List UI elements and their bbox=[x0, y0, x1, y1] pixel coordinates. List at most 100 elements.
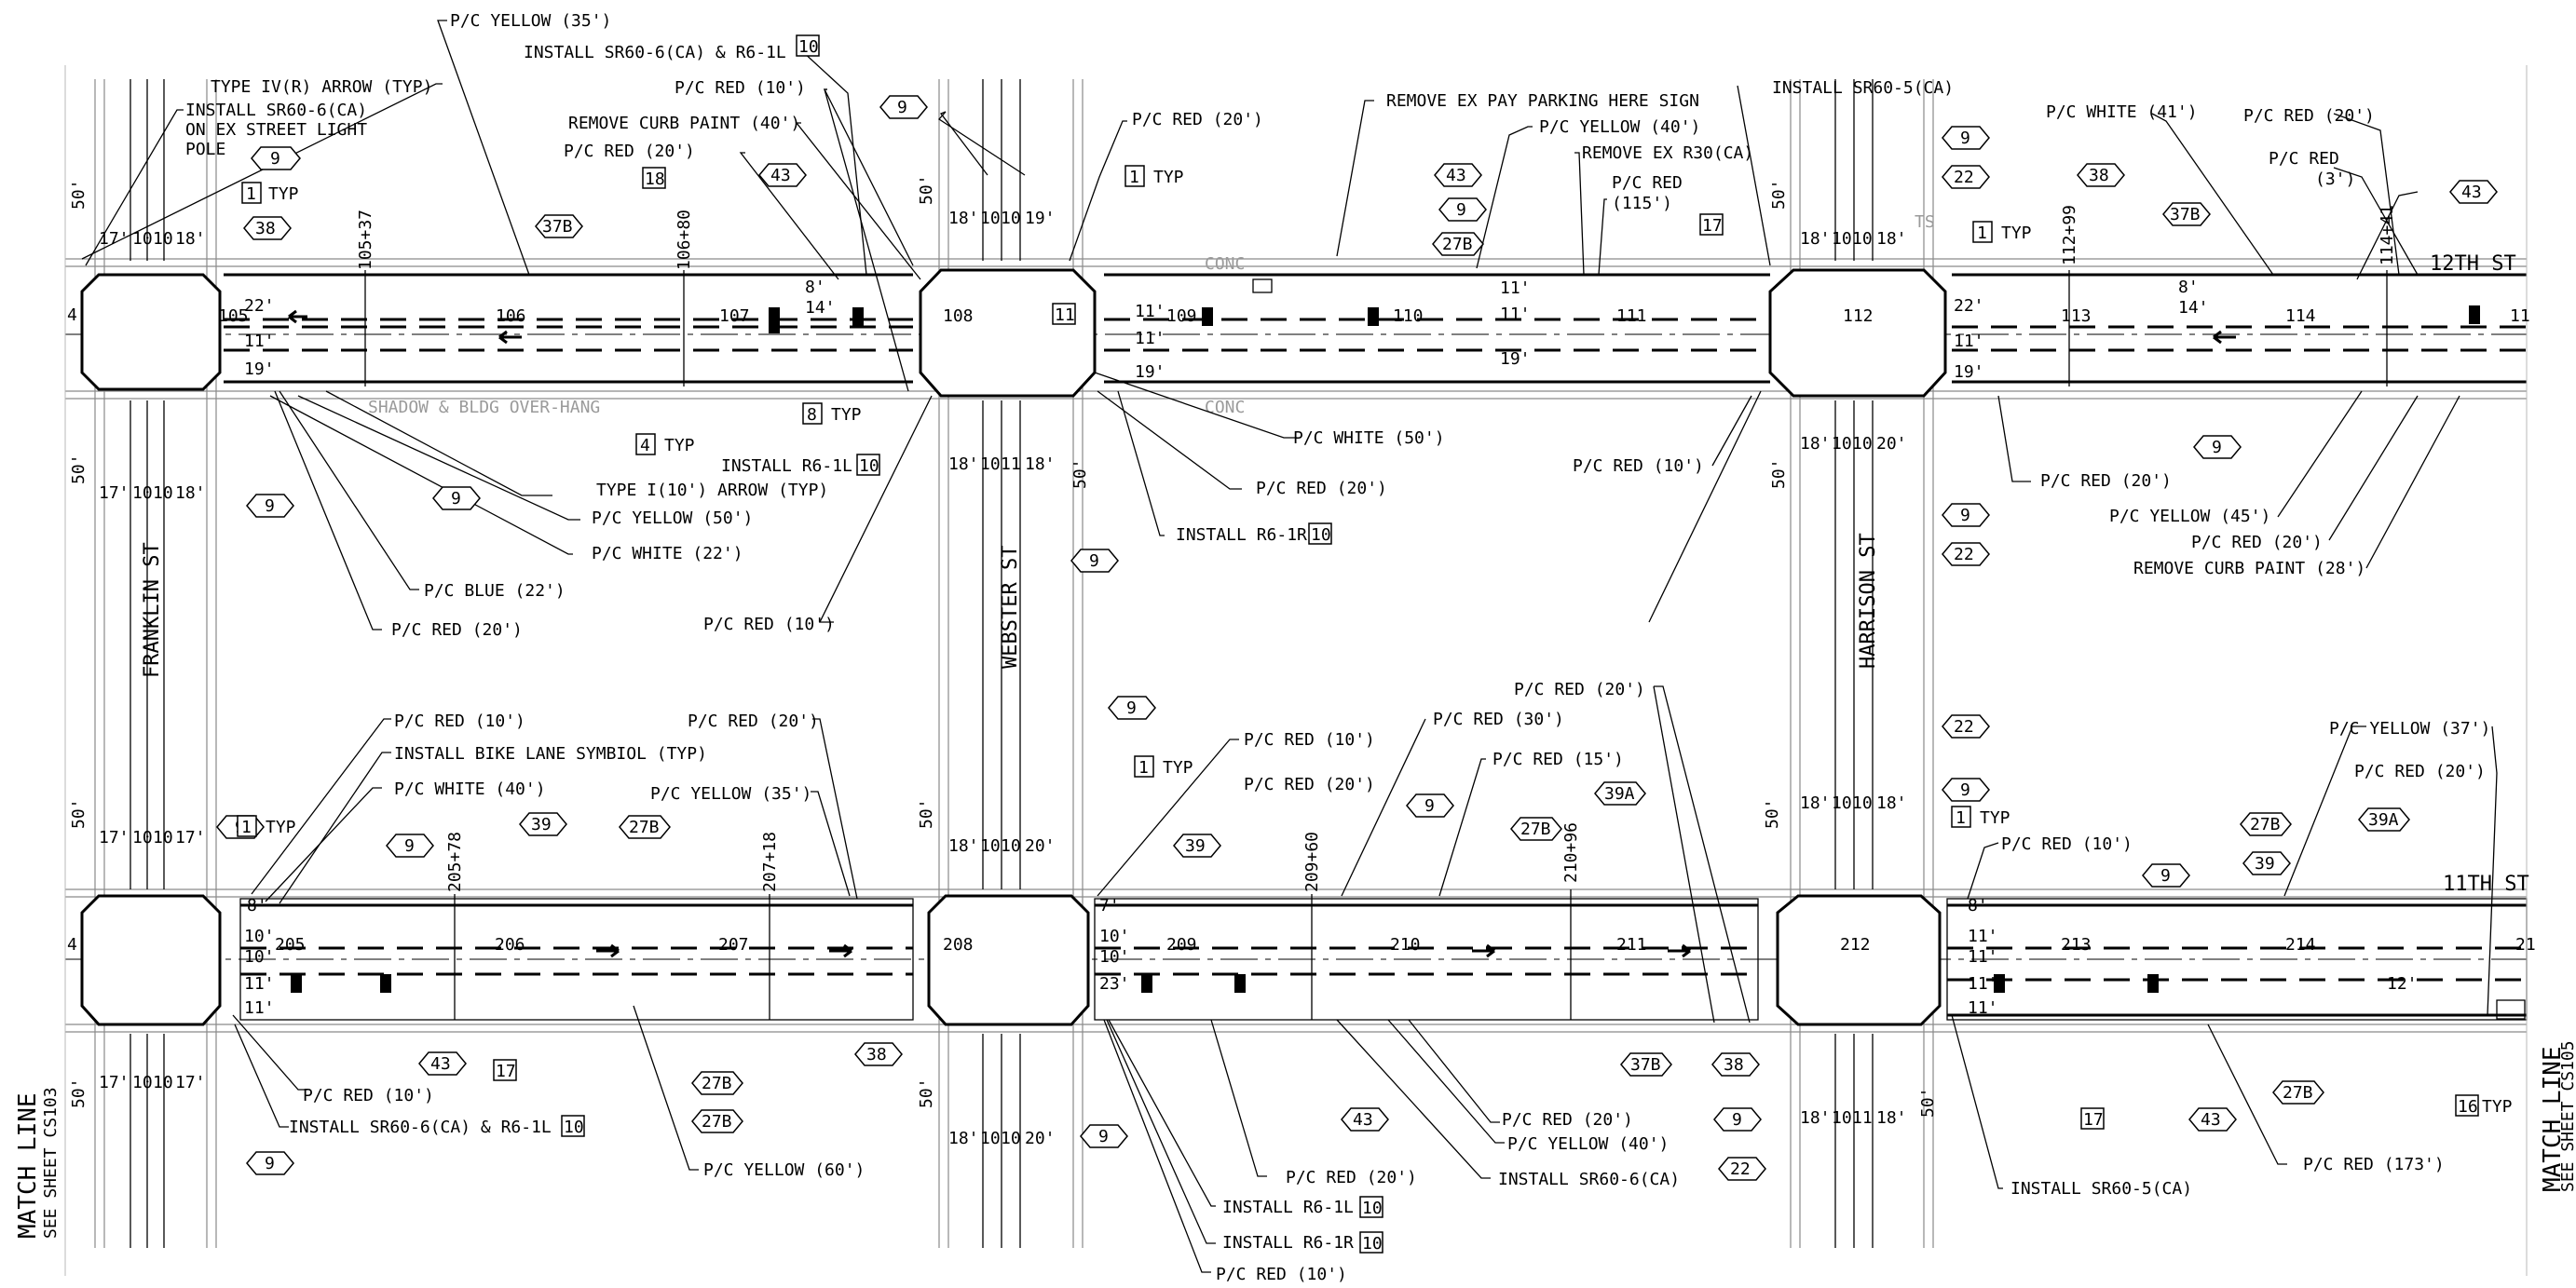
dim-12l-0: 22' bbox=[244, 296, 275, 316]
note: REMOVE EX PAY PARKING HERE SIGN bbox=[1386, 91, 1699, 111]
dim-12c-0: 11' bbox=[1500, 278, 1531, 298]
dim-11l-2: 10' bbox=[244, 947, 275, 967]
match-line-right-sub: SEE SHEET CS105 bbox=[2558, 1040, 2576, 1192]
tag-17: 17 bbox=[496, 1062, 516, 1081]
note: (3') bbox=[2315, 169, 2355, 189]
tag-10: 10 bbox=[564, 1118, 584, 1137]
only-legend-icon bbox=[769, 307, 780, 333]
match-line-right-title: MATCH LINE bbox=[2539, 1046, 2567, 1192]
tag-10: 10 bbox=[1362, 1199, 1383, 1218]
dim-hs-1: 10 bbox=[1832, 434, 1852, 454]
dim-hn-0: 18' bbox=[1800, 229, 1831, 249]
tag-9: 9 bbox=[1424, 796, 1435, 816]
note: P/C RED (10') bbox=[1573, 456, 1704, 476]
note: P/C RED (20') bbox=[688, 712, 819, 731]
eleventh-street-roadway bbox=[65, 888, 2528, 1033]
station-112: 112 bbox=[1843, 306, 1874, 326]
dim-hs-3: 20' bbox=[1876, 434, 1907, 454]
dim-11r-1: 11' bbox=[1968, 927, 1998, 946]
note: POLE bbox=[185, 140, 225, 159]
note: INSTALL SR60-6(CA) & R6-1L bbox=[524, 43, 786, 62]
sign-box-icon bbox=[1252, 278, 1273, 293]
webster-street-label: WEBSTER ST bbox=[999, 546, 1022, 669]
note: P/C RED (20') bbox=[564, 142, 695, 161]
dim-fs2-3: 17' bbox=[175, 1073, 206, 1092]
dim-12l-1: 11' bbox=[244, 332, 275, 351]
tag-9: 9 bbox=[1098, 1127, 1109, 1146]
note: P/C BLUE (22') bbox=[424, 581, 566, 601]
tag-9: 9 bbox=[270, 149, 280, 169]
note: P/C RED bbox=[2269, 149, 2339, 169]
dim-11m-0: 7' bbox=[1099, 896, 1120, 915]
tag-16: 16 bbox=[2458, 1097, 2478, 1117]
station-205: 205 bbox=[275, 935, 306, 955]
tag-38: 38 bbox=[866, 1045, 887, 1064]
note: REMOVE EX R30(CA) bbox=[1582, 143, 1753, 163]
intersection-harrison-12th bbox=[1768, 268, 1947, 398]
dim-50-harrison-n: 50' bbox=[1769, 179, 1789, 210]
tag-9: 9 bbox=[1960, 780, 1970, 800]
note: P/C YELLOW (60') bbox=[703, 1160, 865, 1180]
dim-11l-1: 10' bbox=[244, 927, 275, 946]
tag-11: 11 bbox=[1055, 305, 1075, 325]
intersection-webster-11th bbox=[927, 894, 1090, 1026]
note: P/C RED (30') bbox=[1433, 710, 1564, 729]
dim-14-a: 14' bbox=[805, 298, 836, 318]
tag-43: 43 bbox=[2461, 183, 2482, 202]
tag-39a: 39A bbox=[2368, 810, 2399, 830]
dim-fn-1: 10 bbox=[132, 229, 153, 249]
dim-hn2-2: 10 bbox=[1852, 793, 1873, 813]
station-209-60: 209+60 bbox=[1302, 832, 1322, 892]
tag-10: 10 bbox=[798, 37, 819, 57]
dim-50-webster-n: 50' bbox=[917, 174, 936, 205]
dim-12r-2: 19' bbox=[1954, 362, 1984, 382]
dim-ws-1: 10 bbox=[980, 454, 1001, 474]
tag-43: 43 bbox=[2201, 1110, 2221, 1130]
note: P/C RED (10') bbox=[675, 78, 806, 98]
dim-hn-1: 10 bbox=[1832, 229, 1852, 249]
dim-11r-3: 11' bbox=[1968, 974, 1998, 994]
note: P/C RED (20') bbox=[2354, 762, 2486, 781]
tag-9: 9 bbox=[1960, 129, 1970, 148]
station-105-37: 105+37 bbox=[356, 210, 375, 270]
only-legend-icon bbox=[2147, 974, 2159, 993]
dim-12m-2: 19' bbox=[1135, 362, 1165, 382]
dim-fn2-0: 17' bbox=[99, 828, 129, 847]
note: P/C RED (10') bbox=[1244, 730, 1375, 750]
dim-wn2-0: 18' bbox=[948, 836, 979, 856]
tag-9: 9 bbox=[1456, 200, 1466, 220]
dim-11l-0: 8' bbox=[247, 896, 267, 915]
dim-hn2-1: 10 bbox=[1832, 793, 1852, 813]
note: P/C RED (173') bbox=[2303, 1155, 2445, 1174]
dim-fs2-1: 10 bbox=[132, 1073, 153, 1092]
tag-17: 17 bbox=[2083, 1110, 2104, 1130]
lane-markings bbox=[288, 278, 2526, 1020]
twelfth-street-label: 12TH ST bbox=[2430, 252, 2516, 276]
tag-22: 22 bbox=[1954, 545, 1974, 564]
tag-8: 8 bbox=[807, 405, 817, 425]
tag-typ: TYP bbox=[1153, 168, 1184, 187]
dim-fn-3: 18' bbox=[175, 229, 206, 249]
tag-9: 9 bbox=[265, 496, 275, 516]
dim-wn2-1: 10 bbox=[980, 836, 1001, 856]
ts-note: TS bbox=[1915, 212, 1935, 232]
tag-18: 18 bbox=[645, 169, 665, 189]
tag-43: 43 bbox=[1446, 166, 1466, 185]
dim-11m-1: 10' bbox=[1099, 927, 1130, 946]
note: P/C RED (15') bbox=[1492, 750, 1624, 769]
tag-1: 1 bbox=[1977, 224, 1987, 243]
tag-27b: 27B bbox=[1520, 820, 1551, 839]
lane-arrow-icon bbox=[1668, 943, 1691, 958]
dim-hs2-3: 18' bbox=[1876, 1108, 1907, 1128]
tag-1: 1 bbox=[246, 184, 256, 204]
tag-27b: 27B bbox=[702, 1112, 732, 1132]
cross-streets bbox=[64, 65, 2528, 1276]
dimensions: 50' 50' 50' 50' 50' 50' 50' 50' 50' 50' … bbox=[67, 174, 2418, 1148]
dim-12c-1: 11' bbox=[1500, 305, 1531, 324]
note: INSTALL SR60-5(CA) bbox=[2010, 1179, 2192, 1199]
dim-fn-2: 10 bbox=[153, 229, 173, 249]
note: P/C RED (20') bbox=[1502, 1110, 1633, 1130]
tag-1: 1 bbox=[241, 818, 252, 837]
note: REMOVE CURB PAINT (40') bbox=[568, 114, 800, 133]
station-21x: 21 bbox=[2515, 935, 2536, 955]
